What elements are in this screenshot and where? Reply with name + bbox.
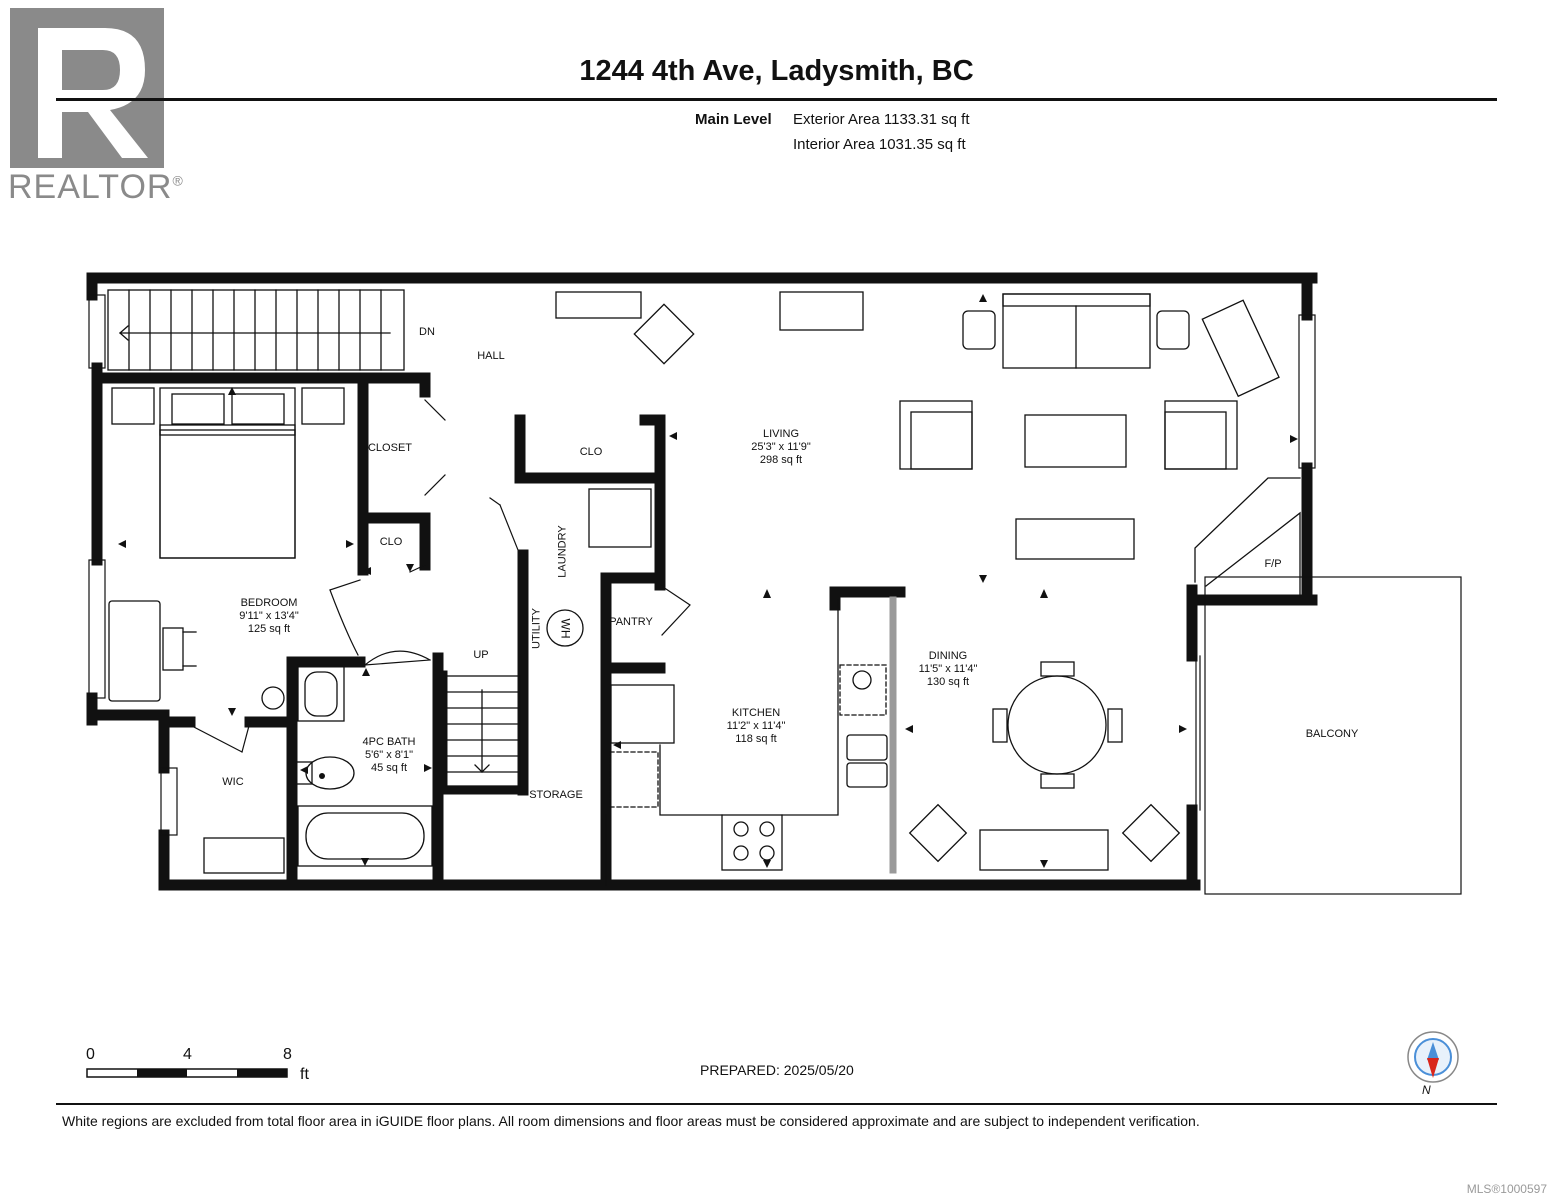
label-dn: DN	[419, 326, 435, 338]
realtor-r-logo-icon	[10, 8, 164, 168]
label-up: UP	[473, 649, 489, 661]
north-label: N	[1422, 1083, 1431, 1097]
kitchen-dims: 11'2" x 11'4"	[726, 720, 786, 732]
living-area: 298 sq ft	[759, 454, 803, 466]
label-hall: HALL	[477, 350, 505, 362]
label-pantry: PANTRY	[609, 616, 653, 628]
bedroom-dims: 9'11" x 13'4"	[239, 610, 299, 622]
scale-tick-4: 4	[183, 1046, 192, 1063]
scale-bar	[86, 1068, 288, 1078]
label-clo-bedroom: CLO	[379, 536, 403, 548]
compass-icon	[1407, 1031, 1459, 1083]
kitchen-area: 118 sq ft	[735, 733, 777, 745]
label-clo-laundry: CLO	[579, 446, 603, 458]
dining-dims: 11'5" x 11'4"	[918, 663, 978, 675]
label-storage: STORAGE	[529, 789, 583, 801]
scale-tick-0: 0	[86, 1046, 95, 1063]
bath-dims: 5'6" x 8'1"	[364, 749, 414, 761]
label-utility: UTILITY	[530, 608, 543, 649]
room-dining: DINING 11'5" x 11'4" 130 sq ft	[919, 650, 978, 689]
disclaimer: White regions are excluded from total fl…	[62, 1113, 1200, 1129]
page-title: 1244 4th Ave, Ladysmith, BC	[579, 55, 974, 87]
dining-name: DINING	[928, 650, 968, 662]
interior-area: Interior Area 1031.35 sq ft	[793, 136, 966, 153]
kitchen-name: KITCHEN	[731, 707, 781, 719]
exterior-area: Exterior Area 1133.31 sq ft	[793, 111, 970, 128]
prepared-date: PREPARED: 2025/05/20	[700, 1062, 854, 1078]
room-kitchen: KITCHEN 11'2" x 11'4" 118 sq ft	[727, 707, 786, 746]
exterior-walls	[86, 272, 1318, 891]
footer-divider	[56, 1103, 1497, 1105]
room-living: LIVING 25'3" x 11'9" 298 sq ft	[751, 428, 811, 467]
room-bedroom: BEDROOM 9'11" x 13'4" 125 sq ft	[239, 597, 299, 636]
room-bath: 4PC BATH 5'6" x 8'1" 45 sq ft	[363, 736, 416, 775]
scale-tick-8: 8	[283, 1046, 292, 1063]
label-fireplace: F/P	[1264, 558, 1282, 570]
title-divider	[56, 98, 1497, 101]
level-label: Main Level	[695, 111, 772, 128]
dining-area: 130 sq ft	[926, 676, 970, 688]
living-name: LIVING	[762, 428, 800, 440]
mls-number: MLS®1000597	[1466, 1182, 1547, 1196]
bedroom-name: BEDROOM	[240, 597, 298, 609]
bath-area: 45 sq ft	[370, 762, 408, 774]
label-closet: CLOSET	[367, 442, 413, 454]
living-dims: 25'3" x 11'9"	[751, 441, 811, 453]
scale-unit: ft	[300, 1066, 309, 1083]
bath-name: 4PC BATH	[362, 736, 416, 748]
label-laundry: LAUNDRY	[556, 525, 569, 578]
realtor-wordmark: REALTOR®	[8, 168, 184, 206]
label-balcony: BALCONY	[1305, 728, 1359, 740]
label-water-heater: WH	[558, 618, 573, 639]
label-wic: WIC	[222, 776, 244, 788]
bedroom-area: 125 sq ft	[247, 623, 291, 635]
